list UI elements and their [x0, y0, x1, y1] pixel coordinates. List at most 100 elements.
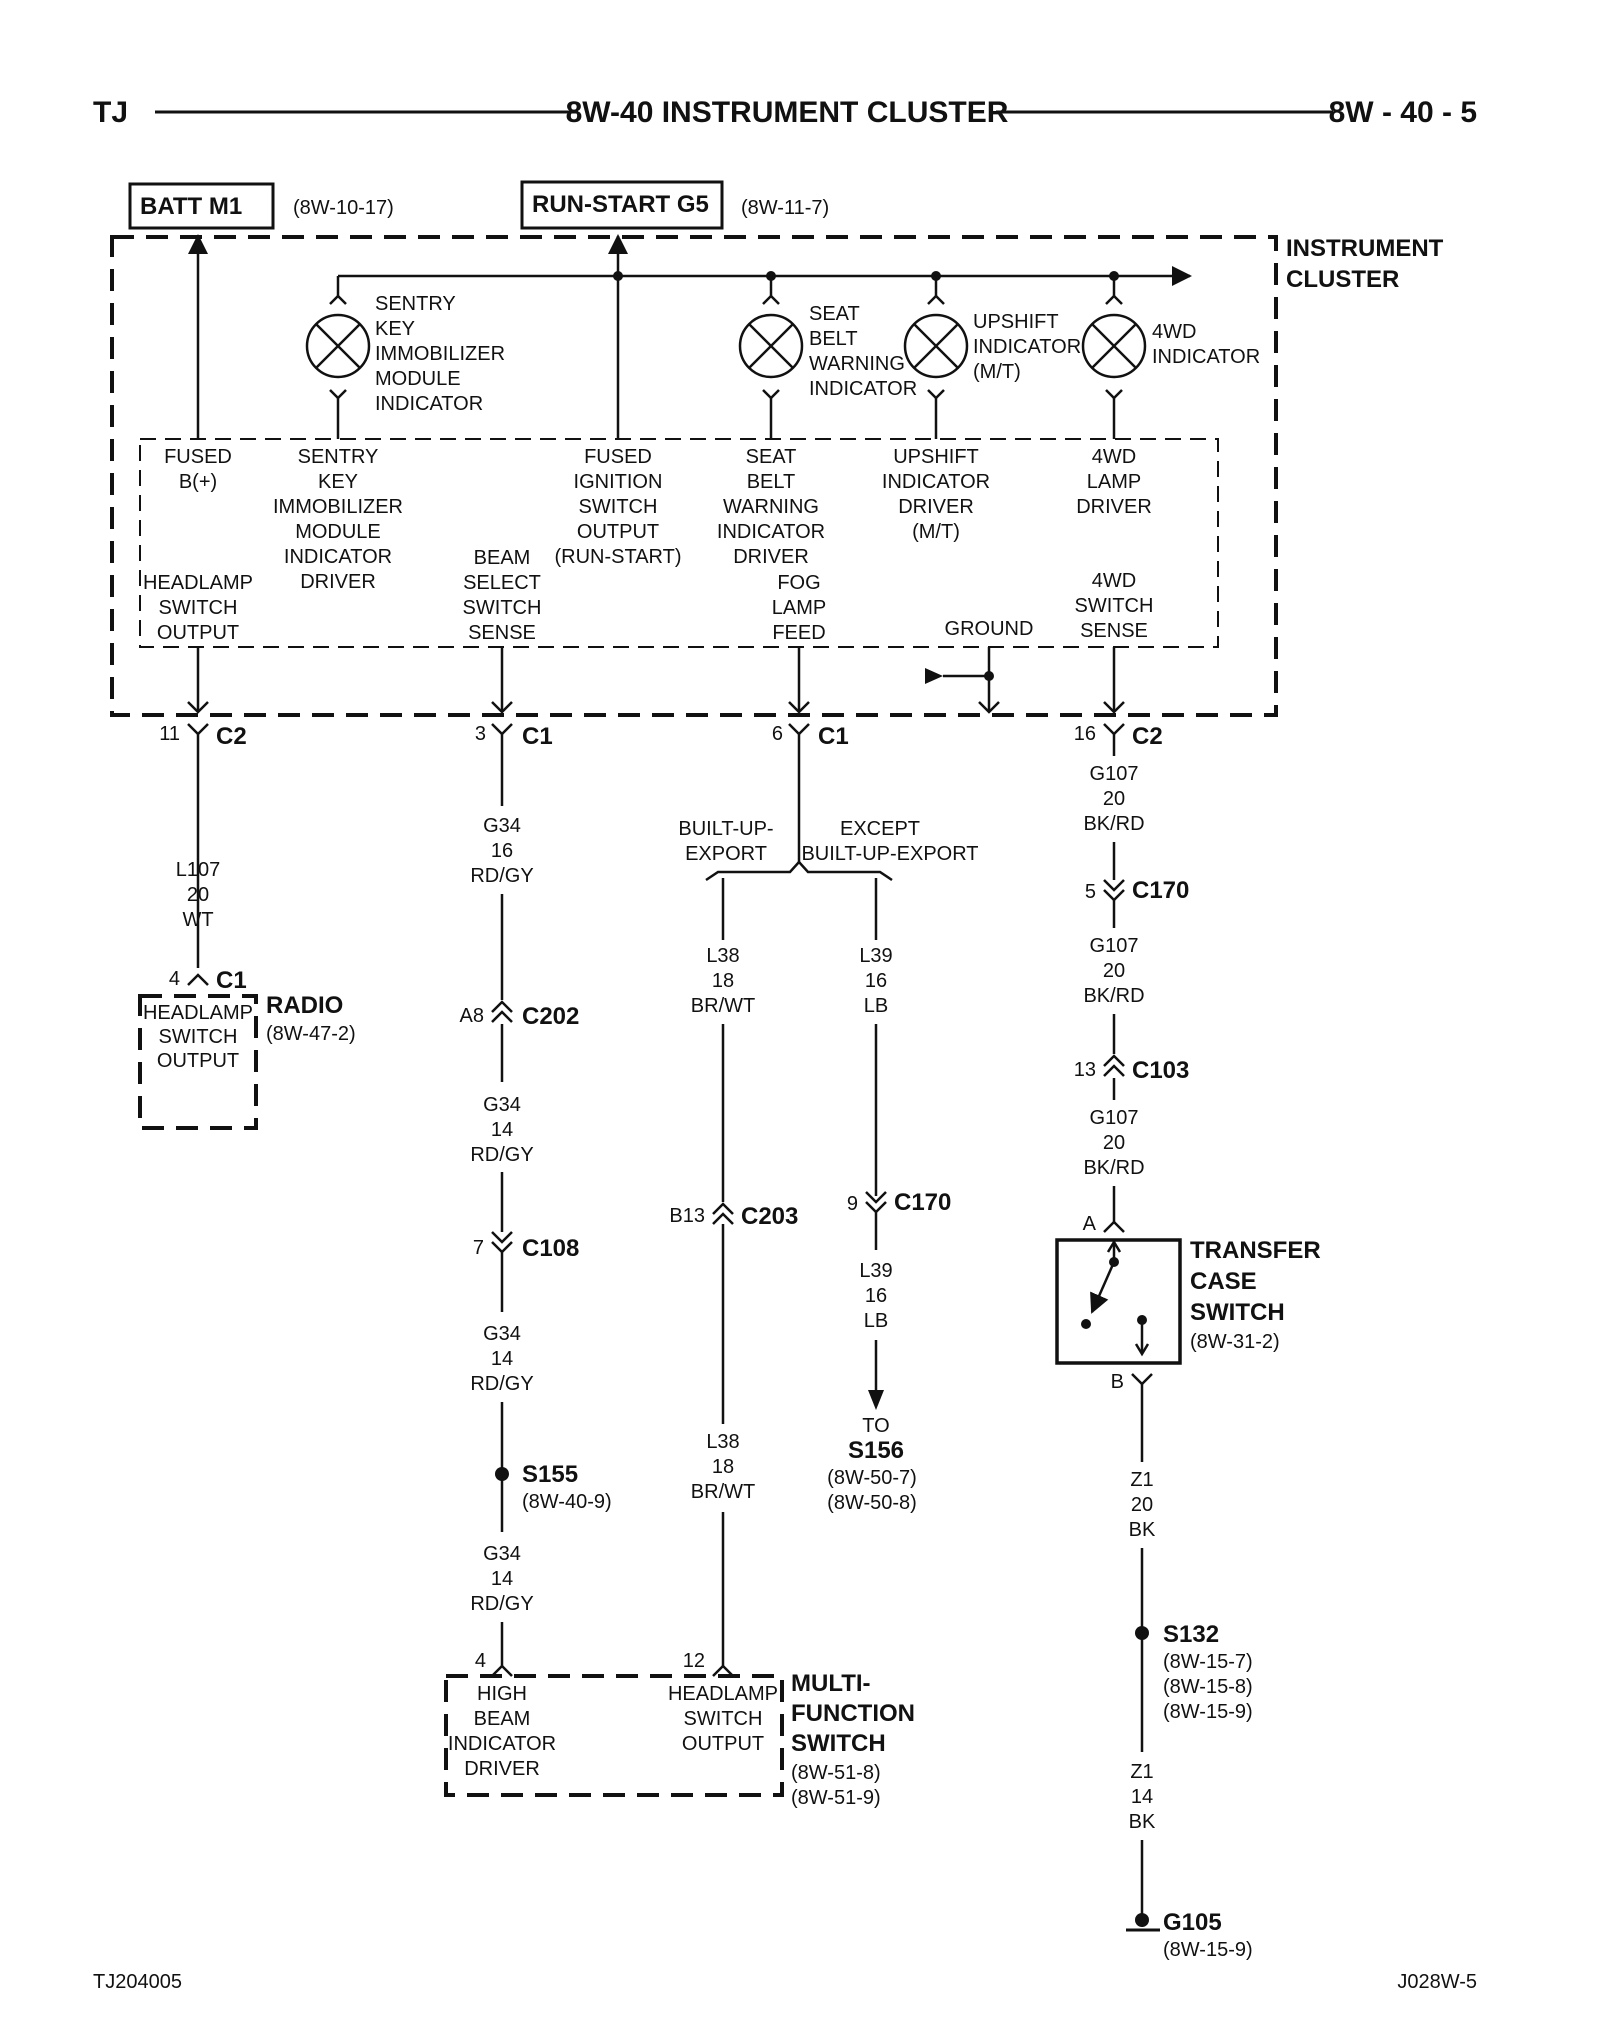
source-batt-m1: BATT M1 (8W-10-17) [128, 182, 394, 230]
branch-right-line2: BUILT-UP-EXPORT [801, 843, 978, 865]
z1-20-line3: BK [1129, 1519, 1156, 1541]
radio-pin-line1: HEADLAMP [143, 1002, 253, 1024]
g107a-line2: 20 [1103, 788, 1125, 810]
g34-14c-line3: RD/GY [470, 1593, 533, 1615]
radio-c1-name: C1 [216, 967, 247, 994]
g105-ref: (8W-15-9) [1163, 1939, 1253, 1961]
c203-name: C203 [741, 1203, 798, 1230]
beam-sense-line1: BEAM [474, 547, 531, 569]
g34-16-line3: RD/GY [470, 865, 533, 887]
sentry-lamp-line5: INDICATOR [375, 393, 483, 415]
sentry-lamp-line2: KEY [375, 318, 415, 340]
fused-b-line1: FUSED [164, 446, 232, 468]
l39a-line2: 16 [865, 970, 887, 992]
upshift-lamp-line1: UPSHIFT [973, 311, 1059, 333]
l39a-line1: L39 [859, 945, 892, 967]
mfs-name-1: MULTI- [791, 1670, 871, 1697]
sentry-driver-line4: MODULE [295, 521, 381, 543]
c108-pin: 7 [473, 1237, 484, 1259]
sentry-key-indicator-lamp: SENTRY KEY IMMOBILIZER MODULE INDICATOR [305, 276, 505, 439]
tcs-a-pin: A [1083, 1213, 1097, 1235]
c108-name: C108 [522, 1235, 579, 1262]
upshift-indicator-lamp: UPSHIFT INDICATOR (M/T) [903, 276, 1081, 439]
fog-feed-line3: FEED [772, 622, 825, 644]
4wd-lamp-line2: INDICATOR [1152, 346, 1260, 368]
mfs-right-line1: HEADLAMP [668, 1683, 778, 1705]
seat-lamp-line2: BELT [809, 328, 858, 350]
l107-line3: WT [182, 909, 213, 931]
l38a-line1: L38 [706, 945, 739, 967]
beam-sense-line2: SELECT [463, 572, 541, 594]
c2-11-name: C2 [216, 723, 247, 750]
4wd-indicator-lamp: 4WD INDICATOR [1081, 276, 1260, 439]
mfs-right-line3: OUTPUT [682, 1733, 764, 1755]
instrument-cluster-outline [110, 235, 1278, 717]
label-fused-b: FUSED B(+) [164, 446, 232, 493]
radio-pin-line2: SWITCH [159, 1026, 238, 1048]
mfs-left-line1: HIGH [477, 1683, 527, 1705]
seat-lamp-line1: SEAT [809, 303, 860, 325]
g34-14c-line2: 14 [491, 1568, 513, 1590]
g34-14a-line2: 14 [491, 1119, 513, 1141]
sentry-driver-line2: KEY [318, 471, 358, 493]
tcs-b-pin: B [1111, 1371, 1124, 1393]
g34-14c-line1: G34 [483, 1543, 521, 1565]
mfs-name-2: FUNCTION [791, 1700, 915, 1727]
g107a-line1: G107 [1090, 763, 1139, 785]
beam-sense-line3: SWITCH [463, 597, 542, 619]
l107-line2: 20 [187, 884, 209, 906]
mfs-ref-2: (8W-51-9) [791, 1787, 881, 1809]
c203-pin: B13 [669, 1205, 705, 1227]
fwd-sense-line2: SWITCH [1075, 595, 1154, 617]
mfs-left-line3: INDICATOR [448, 1733, 556, 1755]
l39a-line3: LB [864, 995, 888, 1017]
footer-left: TJ204005 [93, 1971, 182, 1993]
label-4wd-sense: 4WD SWITCH SENSE [1075, 570, 1154, 642]
l39b-line3: LB [864, 1310, 888, 1332]
s155-dot [495, 1467, 509, 1481]
cluster-inner-outline [139, 438, 1219, 648]
transfer-case-switch: TRANSFER CASE SWITCH (8W-31-2) [1055, 1237, 1321, 1365]
label-headlamp-output: HEADLAMP SWITCH OUTPUT [143, 572, 253, 644]
c1-6-name: C1 [818, 723, 849, 750]
tcs-ref: (8W-31-2) [1190, 1331, 1280, 1353]
l38b-line3: BR/WT [691, 1481, 755, 1503]
c2-16-pin: 16 [1074, 723, 1096, 745]
mfs-right-line2: SWITCH [684, 1708, 763, 1730]
lamp-driver-line3: DRIVER [1076, 496, 1152, 518]
fwd-sense-line1: 4WD [1092, 570, 1136, 592]
g34-16-line2: 16 [491, 840, 513, 862]
g107c-line2: 20 [1103, 1132, 1125, 1154]
radio-name: RADIO [266, 992, 343, 1019]
fused-ign-line5: (RUN-START) [554, 546, 681, 568]
header-right: 8W - 40 - 5 [1329, 96, 1477, 129]
g34-14b-line3: RD/GY [470, 1373, 533, 1395]
label-fog-feed: FOG LAMP FEED [772, 572, 826, 644]
upshift-driver-line2: INDICATOR [882, 471, 990, 493]
label-upshift-driver: UPSHIFT INDICATOR DRIVER (M/T) [882, 446, 990, 543]
l38a-line2: 18 [712, 970, 734, 992]
headlamp-out-line2: SWITCH [159, 597, 238, 619]
mfs12-pin: 12 [683, 1650, 705, 1672]
radio-pin-line3: OUTPUT [157, 1050, 239, 1072]
batt-ref: (8W-10-17) [293, 197, 394, 219]
sentry-driver-line6: DRIVER [300, 571, 376, 593]
c2-11-pin: 11 [159, 723, 180, 745]
headlamp-out-line3: OUTPUT [157, 622, 239, 644]
l38b-line1: L38 [706, 1431, 739, 1453]
s156-to: TO [862, 1415, 889, 1437]
fused-ign-line1: FUSED [584, 446, 652, 468]
s156-ref2: (8W-50-8) [827, 1492, 917, 1514]
label-beam-sense: BEAM SELECT SWITCH SENSE [463, 547, 542, 644]
tcs-name-1: TRANSFER [1190, 1237, 1321, 1264]
g107c-line1: G107 [1090, 1107, 1139, 1129]
upshift-lamp-line2: INDICATOR [973, 336, 1081, 358]
l38a-line3: BR/WT [691, 995, 755, 1017]
footer-right: J028W-5 [1397, 1971, 1477, 1993]
branch-left-line1: BUILT-UP- [678, 818, 773, 840]
c2-16-name: C2 [1132, 723, 1163, 750]
g107b-line2: 20 [1103, 960, 1125, 982]
c1-3-name: C1 [522, 723, 553, 750]
seat-driver-line2: BELT [747, 471, 796, 493]
